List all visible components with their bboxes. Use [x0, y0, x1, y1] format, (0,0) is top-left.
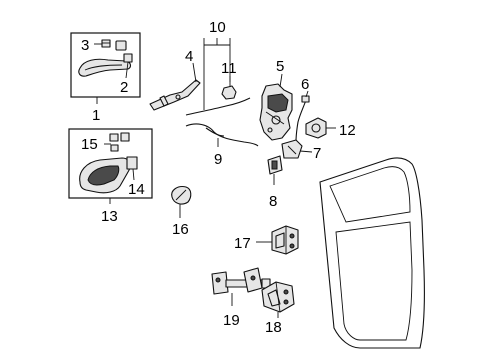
- callout-5: 5: [276, 58, 284, 75]
- door-lock-actuator: [259, 83, 293, 141]
- callout-7: 7: [313, 145, 321, 162]
- door-rod: [185, 97, 251, 116]
- leader-14: [132, 168, 135, 181]
- upper-hinge: [271, 225, 299, 255]
- callout-10: 10: [209, 19, 226, 36]
- callout-1: 1: [92, 107, 100, 124]
- handle-cap: [115, 40, 133, 63]
- inside-handle-group-box: [68, 128, 153, 199]
- inside-handle: [79, 157, 131, 194]
- callout-17: 17: [234, 235, 251, 252]
- callout-11: 11: [221, 60, 237, 77]
- callout-6: 6: [301, 76, 309, 93]
- lock-rod-clip: [301, 95, 310, 103]
- callout-19: 19: [223, 312, 240, 329]
- outside-handle: [78, 58, 131, 77]
- outside-handle-group-box: [70, 32, 141, 98]
- door-check: [211, 267, 271, 295]
- callout-15: 15: [81, 136, 98, 153]
- door-cable-inner: [205, 127, 225, 137]
- leader-2: [125, 61, 129, 79]
- latch-bracket: [267, 155, 283, 175]
- callout-9: 9: [214, 151, 222, 168]
- door-bumper: [171, 186, 192, 205]
- leader-5: [279, 73, 283, 88]
- leader-4: [192, 62, 197, 83]
- inside-handle-bracket: [126, 156, 138, 170]
- callout-12: 12: [339, 122, 356, 139]
- leader-6: [305, 90, 309, 98]
- leader-10-bracket: [203, 38, 231, 110]
- door-striker: [305, 117, 327, 139]
- leader-7: [299, 150, 313, 153]
- handle-screw: [101, 39, 111, 48]
- lock-rod: [295, 99, 307, 143]
- callout-4: 4: [185, 48, 193, 65]
- handle-rod-bracket: [149, 79, 201, 111]
- rod-clip: [221, 85, 237, 100]
- callout-16: 16: [172, 221, 189, 238]
- callout-3: 3: [81, 37, 89, 54]
- door-cable: [185, 123, 259, 147]
- callout-18: 18: [265, 319, 282, 336]
- lower-hinge: [261, 281, 295, 313]
- callout-14: 14: [128, 181, 145, 198]
- rear-door-outline: [319, 157, 425, 349]
- inside-handle-clip-b: [110, 132, 130, 152]
- callout-8: 8: [269, 193, 277, 210]
- callout-2: 2: [120, 79, 128, 96]
- callout-13: 13: [101, 208, 118, 225]
- lock-cover: [281, 139, 303, 159]
- inside-handle-clip-a: [109, 133, 119, 142]
